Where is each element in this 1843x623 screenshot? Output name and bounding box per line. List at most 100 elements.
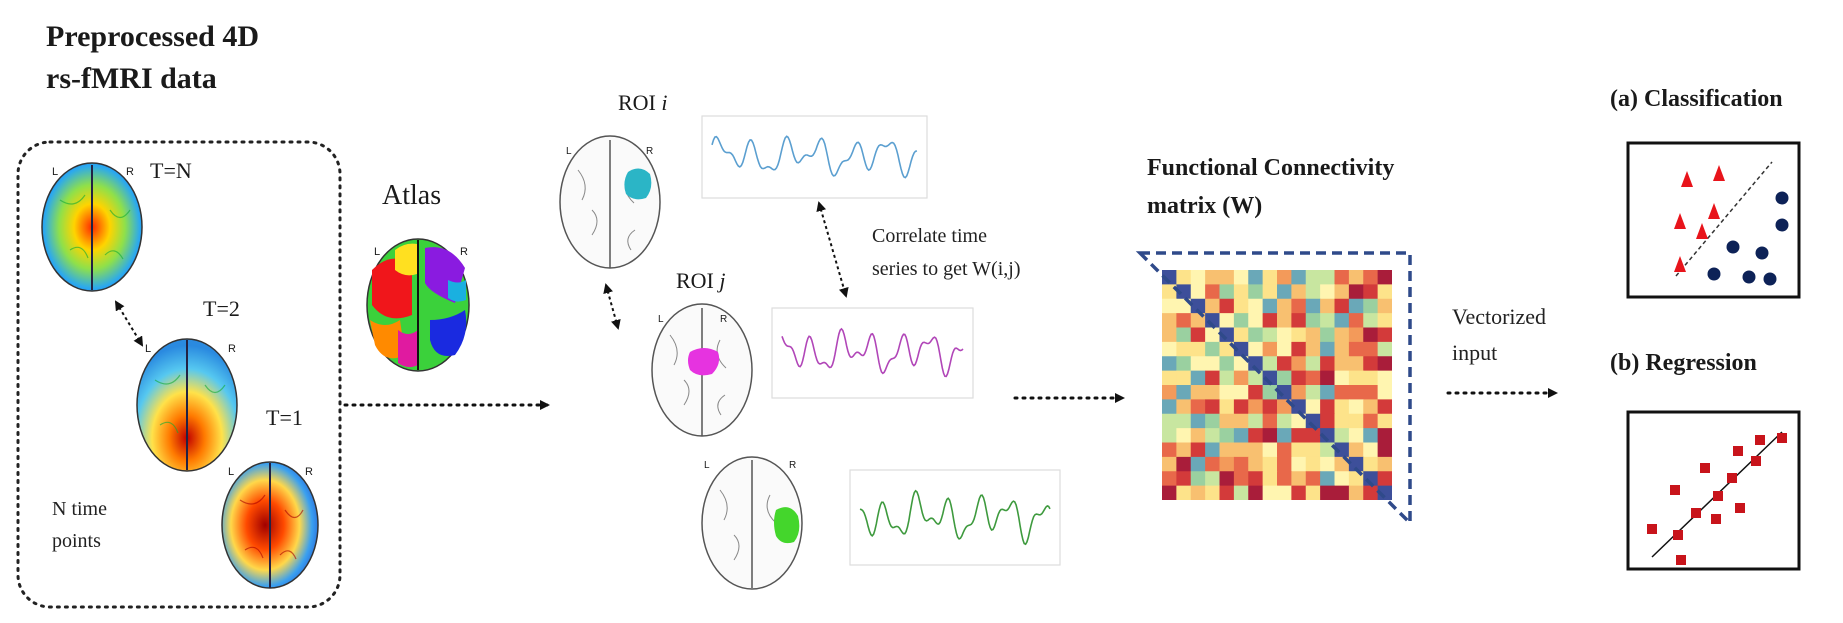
matrix-cell xyxy=(1233,428,1249,444)
matrix-cell xyxy=(1205,284,1221,300)
matrix-cell xyxy=(1190,327,1206,343)
matrix-cell xyxy=(1205,341,1221,357)
matrix-cell xyxy=(1248,456,1264,472)
matrix-cell xyxy=(1176,341,1192,357)
matrix-cell xyxy=(1305,327,1321,343)
matrix-cell xyxy=(1277,356,1292,372)
roi-brain-3 xyxy=(701,456,803,590)
matrix-cell xyxy=(1205,356,1221,372)
matrix-cell xyxy=(1348,313,1364,329)
matrix-cell xyxy=(1334,284,1350,300)
matrix-cell xyxy=(1219,428,1235,444)
matrix-cell xyxy=(1162,327,1177,343)
matrix-cell xyxy=(1305,298,1321,314)
matrix-cell xyxy=(1334,270,1350,285)
matrix-cell xyxy=(1262,428,1278,444)
matrix-cell xyxy=(1277,284,1292,300)
matrix-cell xyxy=(1176,385,1192,400)
matrix-cell xyxy=(1348,370,1364,386)
frame-tn-right-marker: R xyxy=(126,166,134,178)
matrix-cell xyxy=(1291,327,1307,343)
matrix-cell xyxy=(1176,284,1192,300)
matrix-cell xyxy=(1248,385,1264,400)
matrix-cell xyxy=(1176,442,1192,458)
matrix-cell xyxy=(1320,413,1336,429)
matrix-cell xyxy=(1277,298,1292,314)
matrix-cell xyxy=(1219,442,1235,458)
matrix-cell xyxy=(1262,284,1278,300)
matrix-cell xyxy=(1262,399,1278,415)
matrix-cell xyxy=(1205,428,1221,444)
matrix-cell xyxy=(1219,399,1235,415)
matrix-cell xyxy=(1320,385,1336,400)
time-label-t1: T=1 xyxy=(266,405,303,430)
regression-marks xyxy=(1647,433,1787,565)
matrix-cell xyxy=(1248,485,1264,500)
frame-t1-left-marker: L xyxy=(228,466,235,478)
regression-marker xyxy=(1700,463,1710,473)
roi-i-prefix: ROI xyxy=(618,90,656,115)
class-a-marker xyxy=(1696,223,1708,239)
classification-marks xyxy=(1674,165,1789,286)
regression-marker xyxy=(1647,524,1657,534)
matrix-cell xyxy=(1348,385,1364,400)
signal-box-3 xyxy=(849,469,1061,566)
n-time-points-line1: N time xyxy=(52,498,107,520)
matrix-cell xyxy=(1334,370,1350,386)
matrix-cell xyxy=(1176,327,1192,343)
matrix-cell xyxy=(1348,413,1364,429)
matrix-cell xyxy=(1377,428,1392,444)
matrix-cell xyxy=(1233,471,1249,487)
matrix-cell xyxy=(1233,284,1249,300)
matrix-cell xyxy=(1262,327,1278,343)
matrix-cell xyxy=(1190,284,1206,300)
regression-marker xyxy=(1676,555,1686,565)
roi-brain-3-left-marker: L xyxy=(704,460,710,471)
matrix-cell xyxy=(1334,327,1350,343)
signal-trace-i xyxy=(711,135,918,179)
matrix-cell xyxy=(1334,356,1350,372)
matrix-cell xyxy=(1248,298,1264,314)
matrix-cell xyxy=(1219,413,1235,429)
matrix-cell xyxy=(1363,370,1379,386)
matrix-cell xyxy=(1291,270,1307,285)
matrix-cell xyxy=(1348,399,1364,415)
matrix-cell xyxy=(1320,313,1336,329)
matrix-cell xyxy=(1233,442,1249,458)
input-title-line1: Preprocessed 4D xyxy=(46,20,260,53)
matrix-cell xyxy=(1348,442,1364,458)
atlas-label: Atlas xyxy=(382,180,442,211)
matrix-cell xyxy=(1162,341,1177,357)
roi-j-var: j xyxy=(719,268,726,293)
matrix-cell xyxy=(1320,298,1336,314)
matrix-cell xyxy=(1305,356,1321,372)
matrix-cell xyxy=(1291,341,1307,357)
regression-marker xyxy=(1673,530,1683,540)
frame-tn-left-marker: L xyxy=(52,166,59,178)
matrix-cell xyxy=(1377,356,1392,372)
matrix-cell xyxy=(1291,370,1307,386)
matrix-cell xyxy=(1363,327,1379,343)
matrix-cell xyxy=(1291,428,1307,444)
matrix-cell xyxy=(1162,313,1177,329)
matrix-cell xyxy=(1320,327,1336,343)
atlas-right-marker: R xyxy=(460,246,468,258)
class-b-marker xyxy=(1755,246,1769,260)
matrix-cell xyxy=(1348,284,1364,300)
matrix-cell xyxy=(1277,313,1292,329)
matrix-cell xyxy=(1320,356,1336,372)
matrix-cell xyxy=(1334,471,1350,487)
matrix-cell xyxy=(1334,442,1350,458)
matrix-cell xyxy=(1233,385,1249,400)
roi-brain-3-right-marker: R xyxy=(789,460,797,471)
matrix-cell xyxy=(1190,471,1206,487)
matrix-cell xyxy=(1334,385,1350,400)
matrix-cell xyxy=(1248,413,1264,429)
matrix-cell xyxy=(1363,313,1379,329)
matrix-cell xyxy=(1277,370,1292,386)
matrix-cell xyxy=(1262,442,1278,458)
regression-marker xyxy=(1735,503,1745,513)
regression-marker xyxy=(1727,473,1737,483)
matrix-cell xyxy=(1363,341,1379,357)
matrix-cell xyxy=(1305,471,1321,487)
